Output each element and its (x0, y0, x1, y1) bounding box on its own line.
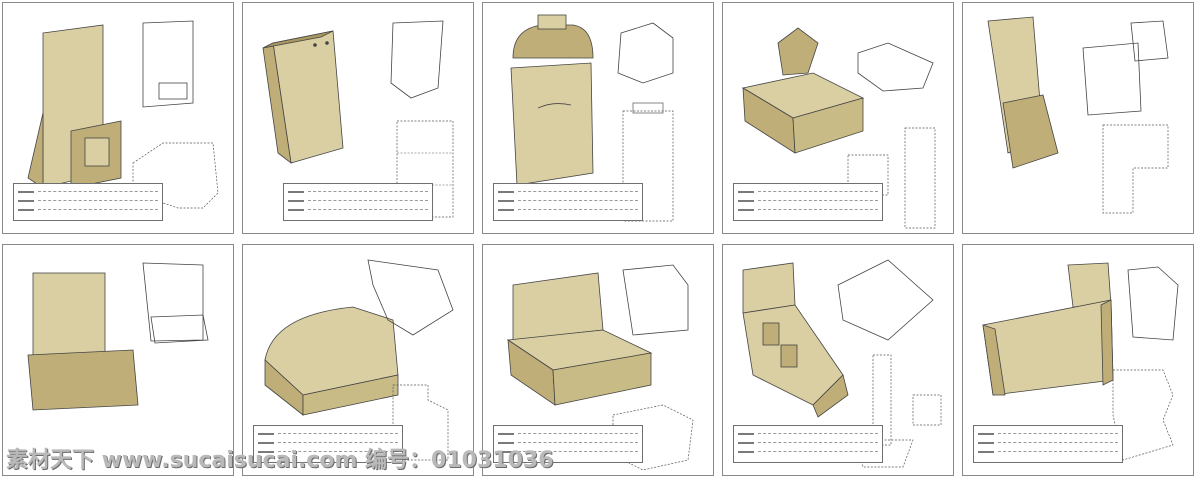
spec-line (288, 189, 428, 194)
tray-dieline-b (904, 127, 936, 229)
stand-flat-sketch (142, 20, 194, 108)
tray-side (792, 97, 864, 154)
spec-line (738, 207, 878, 212)
tray-flat-sketch (857, 42, 934, 92)
scoop-tray-3d-illustration (264, 259, 454, 461)
scoop-tray-side (264, 306, 399, 396)
shelf-tray-header (512, 272, 604, 341)
u-display-dieline (1112, 369, 1174, 461)
panel-counter-display-stand (2, 2, 234, 234)
spec-line (498, 198, 638, 203)
spec-line (498, 207, 638, 212)
spec-line (18, 198, 158, 203)
spec-line (978, 440, 1118, 445)
folder-flat-sketch (617, 22, 674, 84)
folder-tab (537, 14, 567, 30)
spec-line (258, 449, 398, 454)
stand-flat-window (158, 82, 188, 100)
spec-info-block (493, 425, 643, 463)
shelf-tray-side (552, 352, 652, 406)
brochure-display-3d-illustration (27, 262, 209, 411)
spec-line (738, 198, 878, 203)
spec-info-block (13, 183, 163, 221)
folder-box-3d-illustration (510, 14, 674, 222)
easel-flat-sketch (1082, 42, 1142, 116)
spec-line (498, 431, 638, 436)
panel-lid-pocket-folder-box (482, 2, 714, 234)
spec-line (738, 440, 878, 445)
bag-handle-hole (313, 43, 317, 47)
stand-easel-leg (27, 112, 44, 189)
scoop-dieline (392, 384, 449, 461)
stand-3d-illustration (27, 20, 219, 209)
spec-line (738, 449, 878, 454)
tray-box-3d-illustration (741, 27, 936, 229)
easel-pocket (1002, 94, 1059, 169)
panel-tray-box-with-pop-up-header (722, 2, 954, 234)
stand-pocket-window (84, 137, 110, 167)
spec-info-block (733, 425, 883, 463)
spec-line (498, 189, 638, 194)
scoop-tray-base (302, 374, 399, 416)
u-display-3d-illustration (982, 262, 1179, 461)
shelf-flat-sketch (622, 264, 689, 336)
spec-line (258, 431, 398, 436)
brochure-tray (27, 349, 139, 411)
spec-info-block (973, 425, 1123, 463)
spec-info-block (253, 425, 403, 463)
folder-lid-flap (512, 24, 594, 59)
folder-dieline (622, 110, 674, 222)
spec-line (288, 207, 428, 212)
panel-easel-back-pocket-display (962, 2, 1194, 234)
u-display-left-wall (982, 324, 1006, 396)
spec-line (978, 431, 1118, 436)
panel-u-shaped-open-display (962, 244, 1194, 476)
spec-line (18, 189, 158, 194)
scoop-flat-sketch (367, 259, 454, 336)
panel-paper-carrier-bag (242, 2, 474, 234)
u-display-flat-sketch (1127, 266, 1179, 341)
panel-scoop-front-tray (242, 244, 474, 476)
tiered-display-3d-illustration (742, 259, 942, 468)
spec-line (738, 189, 878, 194)
site-watermark: 素材天下 www.sucaisucai.com 编号：01031036 (6, 448, 554, 473)
tiered-divider (780, 344, 798, 368)
bag-top-opening (262, 30, 334, 49)
easel-dieline (1102, 124, 1169, 214)
spec-line (258, 440, 398, 445)
bag-handle-hole (325, 41, 329, 45)
tiered-flat-sketch (837, 259, 934, 341)
tiered-divider (762, 322, 780, 346)
spec-line (738, 431, 878, 436)
u-display-back (1067, 262, 1112, 308)
bag-flat-sketch (390, 20, 444, 99)
spec-line (498, 449, 638, 454)
bag-3d-illustration (262, 20, 454, 218)
spec-line (18, 207, 158, 212)
spec-info-block (283, 183, 433, 221)
spec-info-block (733, 183, 883, 221)
brochure-flat-sketch (142, 262, 204, 342)
spec-line (978, 449, 1118, 454)
tiered-side (812, 374, 849, 418)
spec-line (498, 440, 638, 445)
spec-line (288, 198, 428, 203)
panel-shelf-ready-tray-with-header (482, 244, 714, 476)
panel-tiered-compartment-display (722, 244, 954, 476)
tray-header (777, 27, 819, 76)
u-display-right-wall (1100, 299, 1114, 386)
easel-display-3d-illustration (987, 16, 1169, 214)
folder-front-face (510, 62, 594, 186)
spec-info-block (493, 183, 643, 221)
panel-brochure-tray-display (2, 244, 234, 476)
tiered-header (742, 262, 796, 314)
shelf-tray-3d-illustration (506, 264, 694, 471)
